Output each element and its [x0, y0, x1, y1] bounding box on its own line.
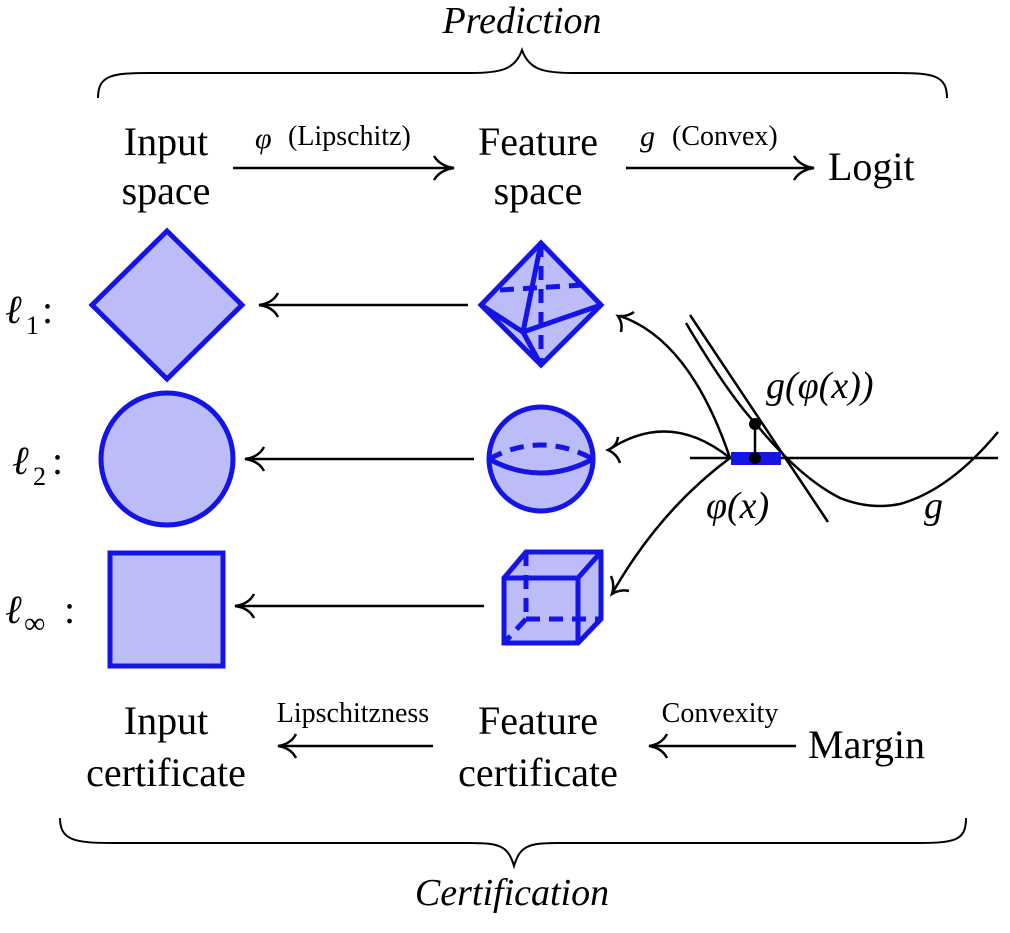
lipschitzness-label: Lipschitzness	[277, 698, 429, 729]
feature-certificate-line2: certificate	[458, 750, 618, 795]
phi-symbol: φ	[255, 122, 272, 155]
curve-arrow-to-cube	[609, 456, 731, 597]
phi-arrow	[233, 155, 455, 181]
linf-back-arrow	[234, 593, 484, 619]
feature-space-line1: Feature	[478, 119, 598, 164]
input-certificate-line2: certificate	[86, 750, 246, 795]
svg-text:2: 2	[33, 462, 46, 491]
g-phi-x-label: g(φ(x))	[766, 365, 874, 407]
l2-norm-label: ℓ 2 :	[12, 438, 63, 491]
tangent-line	[688, 314, 830, 523]
lipschitzness-arrow	[277, 733, 433, 759]
svg-text::: :	[52, 438, 63, 483]
convexity-label: Convexity	[662, 698, 779, 729]
svg-text:ℓ: ℓ	[5, 587, 22, 632]
svg-text:∞: ∞	[24, 607, 45, 640]
input-space-line2: space	[122, 168, 211, 213]
svg-text::: :	[42, 287, 53, 332]
l2-back-arrow	[244, 446, 474, 472]
curve-arrow-to-sphere	[604, 430, 731, 464]
g-curve	[684, 322, 999, 508]
l2-sphere-shape	[486, 404, 596, 514]
svg-text:1: 1	[26, 311, 39, 340]
feature-space-line2: space	[494, 168, 583, 213]
prediction-title: Prediction	[442, 0, 602, 42]
svg-text:ℓ: ℓ	[12, 438, 29, 483]
svg-text:ℓ: ℓ	[5, 287, 22, 332]
phi-x-label: φ(x)	[706, 485, 769, 527]
logit-label: Logit	[828, 144, 915, 189]
g-note: (Convex)	[672, 121, 778, 152]
l1-octahedron-shape	[477, 239, 605, 369]
l1-norm-label: ℓ 1 :	[5, 287, 53, 340]
g-arrow	[626, 155, 815, 181]
certification-brace	[59, 817, 967, 870]
feature-certificate-line1: Feature	[478, 698, 598, 743]
linf-cube-shape	[501, 549, 604, 646]
linf-norm-label: ℓ ∞ :	[5, 587, 75, 640]
svg-text::: :	[64, 587, 75, 632]
certification-title: Certification	[415, 872, 609, 914]
convexity-arrow	[648, 733, 796, 759]
convex-function-plot	[684, 314, 999, 523]
input-space-line1: Input	[124, 119, 208, 164]
g-symbol: g	[640, 120, 655, 153]
g-curve-label: g	[924, 485, 943, 527]
l1-back-arrow	[258, 292, 468, 318]
l2-circle-shape	[98, 390, 236, 528]
prediction-brace	[97, 46, 948, 99]
phi-x-point	[749, 452, 761, 464]
g-phi-x-point	[749, 418, 761, 430]
margin-label: Margin	[808, 722, 925, 767]
l1-diamond-shape	[88, 227, 246, 383]
input-certificate-line1: Input	[124, 698, 208, 743]
curve-arrow-to-octahedron	[615, 310, 732, 459]
phi-note: (Lipschitz)	[288, 121, 411, 152]
linf-square-shape	[107, 550, 226, 669]
